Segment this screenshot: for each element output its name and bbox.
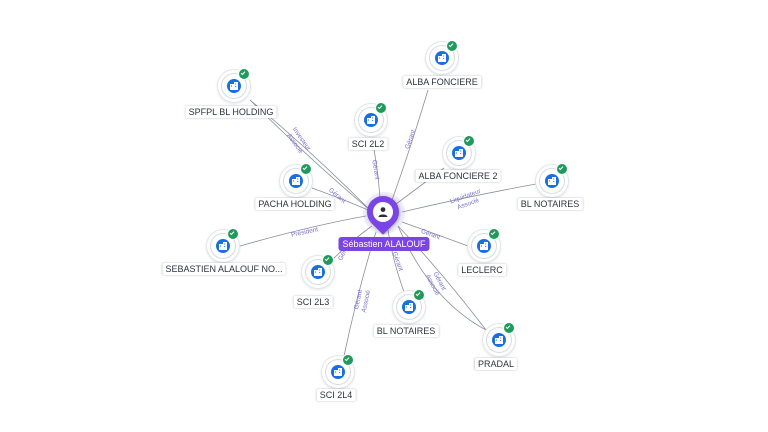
company-node[interactable]: [536, 163, 568, 197]
relation-edge: [311, 187, 369, 211]
company-node[interactable]: [468, 228, 500, 262]
building-icon: [364, 113, 378, 127]
company-node-ring: [359, 108, 383, 132]
relation-label: Président: [291, 226, 320, 239]
building-icon: [216, 239, 230, 253]
check-icon: [463, 135, 475, 147]
check-icon: [446, 40, 458, 52]
building-icon: [227, 79, 241, 93]
company-node-ring: [472, 234, 496, 258]
building-icon: [402, 300, 416, 314]
company-node[interactable]: [218, 68, 250, 102]
company-node-label[interactable]: PRADAL: [474, 358, 518, 370]
building-icon: [452, 146, 466, 160]
check-icon: [488, 228, 500, 240]
check-icon: [342, 354, 354, 366]
company-node[interactable]: [483, 322, 515, 356]
check-icon: [556, 163, 568, 175]
company-node-ring: [284, 169, 308, 193]
company-node-label[interactable]: LECLERC: [458, 264, 506, 276]
company-node-ring: [211, 234, 235, 258]
check-icon: [322, 254, 334, 266]
center-person-node[interactable]: [360, 189, 406, 235]
relation-edge: [387, 229, 405, 293]
relation-edge: [239, 215, 367, 247]
check-icon: [375, 102, 387, 114]
company-node-label[interactable]: ALBA FONCIERE 2: [415, 170, 501, 182]
building-icon: [545, 174, 559, 188]
company-node-label[interactable]: BL NOTAIRES: [373, 325, 439, 337]
relation-edge: [397, 225, 487, 331]
relation-label: Gérant: [370, 159, 380, 180]
company-node[interactable]: [393, 289, 425, 323]
relation-label: Gérant: [391, 251, 404, 272]
company-node-label[interactable]: SEBASTIEN ALALOUF NO...: [162, 263, 286, 275]
company-node-ring: [326, 360, 350, 384]
company-node-label[interactable]: BL NOTAIRES: [517, 198, 583, 210]
user-icon: [373, 202, 393, 222]
relation-label: Gérant: [353, 289, 364, 310]
building-icon: [311, 265, 325, 279]
company-node[interactable]: [302, 254, 334, 288]
building-icon: [492, 333, 506, 347]
relation-label: Gérant: [404, 129, 417, 150]
relation-edge: [401, 183, 537, 213]
company-node[interactable]: [426, 40, 458, 74]
check-icon: [413, 289, 425, 301]
company-node[interactable]: [280, 163, 312, 197]
building-icon: [477, 239, 491, 253]
company-node-ring: [306, 260, 330, 284]
center-person-label[interactable]: Sébastien ALALOUF: [338, 237, 430, 251]
building-icon: [289, 174, 303, 188]
company-node-label[interactable]: SPFPL BL HOLDING: [185, 106, 277, 118]
company-node-label[interactable]: ALBA FONCIERE: [403, 76, 481, 88]
company-node[interactable]: [322, 354, 354, 388]
check-icon: [227, 228, 239, 240]
check-icon: [238, 68, 250, 80]
company-node[interactable]: [355, 102, 387, 136]
company-node[interactable]: [207, 228, 239, 262]
check-icon: [503, 322, 515, 334]
check-icon: [300, 163, 312, 175]
relation-label: Associé: [361, 289, 373, 313]
company-node-label[interactable]: SCI 2L2: [348, 138, 388, 150]
company-node[interactable]: [443, 135, 475, 169]
building-icon: [331, 365, 345, 379]
relation-edge: [401, 221, 469, 247]
company-node-label[interactable]: SCI 2L4: [316, 389, 356, 401]
relation-edge: [391, 89, 429, 201]
company-node-label[interactable]: PACHA HOLDING: [255, 198, 335, 210]
company-node-label[interactable]: SCI 2L3: [293, 296, 333, 308]
building-icon: [435, 51, 449, 65]
